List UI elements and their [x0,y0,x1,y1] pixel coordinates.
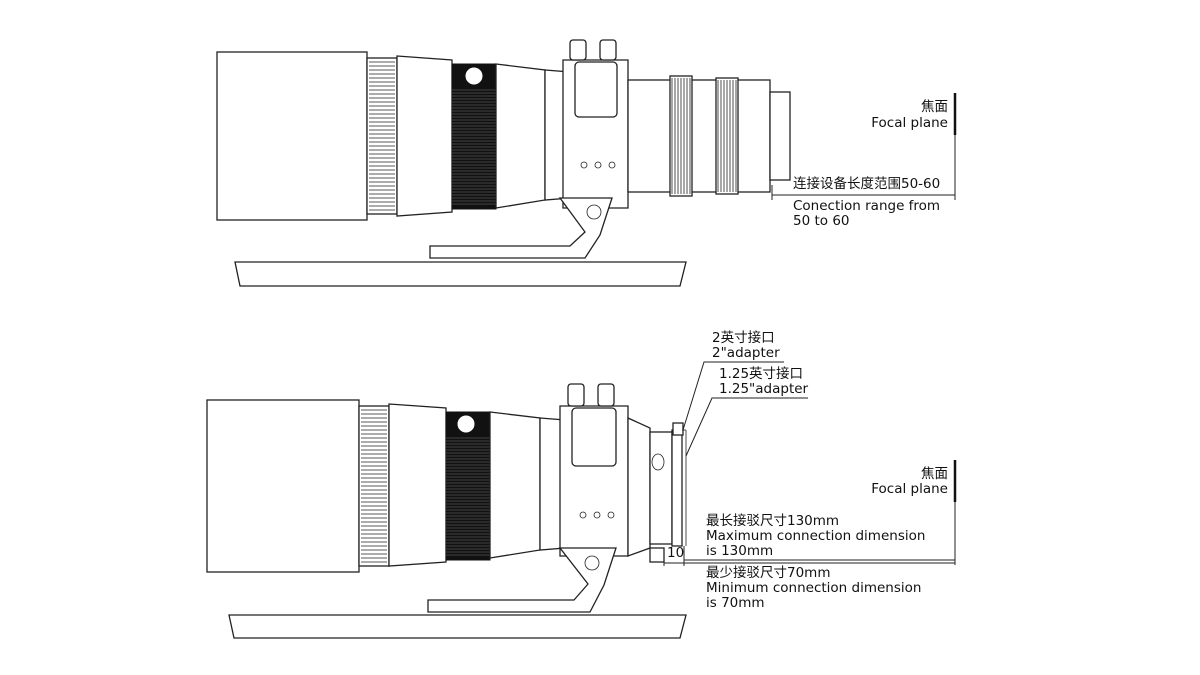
bottom-base-rail [228,614,687,639]
min-dimension-en-1: Minimum connection dimension [706,580,922,596]
adapter-125in-en: 1.25"adapter [719,381,809,397]
top-black-grip [451,63,497,210]
min-dimension-cn: 最少接驳尺寸70mm [706,565,831,581]
bottom-125in-leader [685,397,808,457]
top-connection-range-en-1: Conection range from [793,198,941,214]
bottom-2in-leader [682,361,784,431]
bottom-front-ring-ribs [361,409,387,563]
bottom-adapter-2in [649,431,673,545]
bottom-focal-plane-cn: 焦面 [921,466,948,482]
adapter-125in-cn: 1.25英寸接口 [719,366,804,382]
top-clamp-knob-right [599,39,617,61]
bottom-adapter-body [627,416,651,557]
bottom-grip-logo [456,414,476,434]
top-focal-plane-en: Focal plane [871,115,948,131]
top-focal-plane-cn: 焦面 [921,99,948,115]
max-dimension-en-1: Maximum connection dimension [706,528,926,544]
bottom-clamp-knob-left [567,383,585,407]
top-rear-tube [495,63,546,209]
bottom-rear-tube [489,411,541,559]
top-rear-adapter [769,91,791,181]
top-telescope [216,39,791,287]
top-grip-logo [464,66,484,86]
top-dew-shield [216,51,368,221]
top-front-ring-ribs [369,61,395,211]
top-connection-range-en-2: 50 to 60 [793,213,850,229]
adapter-2in-cn: 2英寸接口 [712,330,775,346]
max-dimension-cn: 最长接驳尺寸130mm [706,513,840,529]
top-connection-range-cn: 连接设备长度范围50-60 [793,176,941,192]
spacer-dimension-value: 10 [667,545,685,561]
top-focuser-ribs [671,78,737,194]
bottom-dew-shield [206,399,360,573]
adapter-2in-en: 2"adapter [712,345,780,361]
bottom-mount-foot [427,547,617,613]
bottom-clamp-knob-right [597,383,615,407]
top-tube-body [396,55,453,217]
max-dimension-en-2: is 130mm [706,543,774,559]
top-base-rail [234,261,687,287]
top-focuser-body [627,79,771,193]
bottom-adapter-125in [671,429,683,547]
bottom-focal-plane-en: Focal plane [871,481,948,497]
bottom-adapter-thumbscrew [672,422,684,436]
bottom-tube-body [388,403,447,567]
top-front-ring [366,57,398,215]
bottom-grip-ribs [446,437,490,556]
top-grip-ribs [452,89,496,205]
top-clamp-knob-left [569,39,587,61]
top-mount-foot [429,197,613,259]
min-dimension-en-2: is 70mm [706,595,765,611]
bottom-telescope [206,383,687,639]
